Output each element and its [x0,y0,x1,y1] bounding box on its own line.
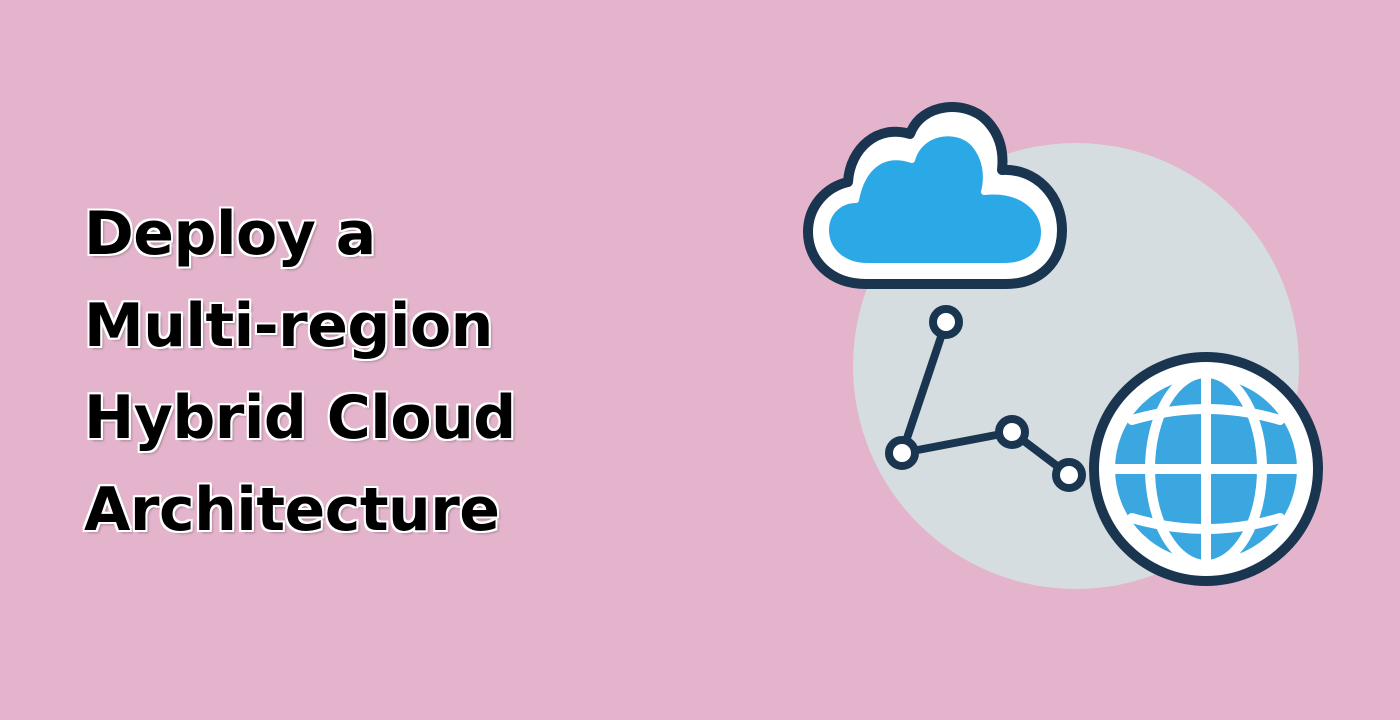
cloud-icon [803,102,1067,289]
title-line-3: Hybrid Cloud [84,383,516,453]
title-line-4: Architecture [84,475,500,545]
title-line-2: Multi-region [84,291,493,361]
page-title: Deploy a Multi-region Hybrid Cloud Archi… [84,188,704,556]
title-line-1: Deploy a [84,199,376,269]
globe-icon [1089,352,1323,586]
network-path-icon [885,305,1086,492]
